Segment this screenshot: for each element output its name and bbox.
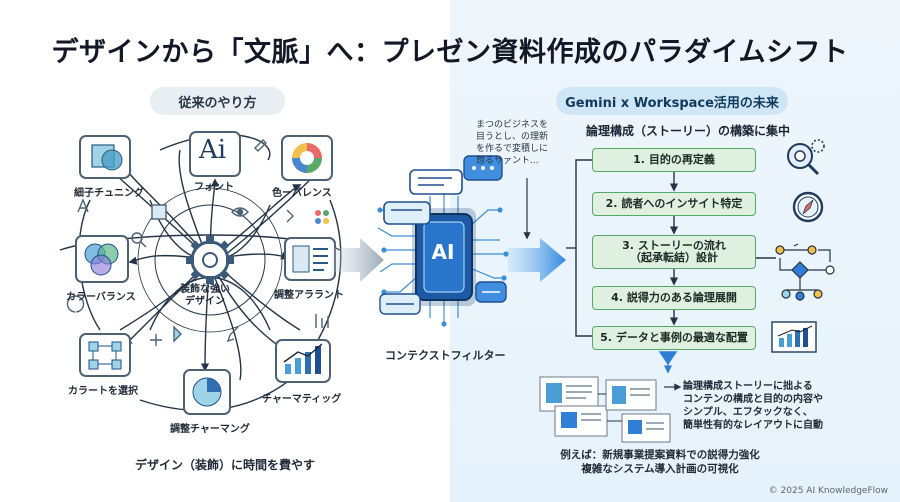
card-ai-font: [189, 131, 241, 177]
label-chart-adjust: 調整チャーマング: [170, 424, 250, 435]
step-1: 1. 目的の再定義: [592, 148, 756, 172]
dots-decor: [315, 210, 329, 224]
step-5: 5. データと事例の最適な配置: [592, 326, 756, 350]
ai-to-steps-arrow: [508, 238, 566, 282]
ai-font-icon: Ai: [199, 135, 227, 165]
compass-icon: [792, 191, 824, 223]
label-color-balance-1: 色ーバレンス: [272, 188, 332, 199]
step-2: 2. 読者へのインサイト特定: [592, 192, 756, 216]
scanned-text: まつのビジネスを 目うとし、の理新 を作るで変積しに 想るサァント...: [476, 120, 549, 166]
steps-down-arrow: [658, 351, 678, 374]
copyright: © 2025 AI KnowledgeFlow: [768, 486, 888, 496]
label-layout-adjust: 調整アララント: [274, 290, 344, 301]
page-title: デザインから「文脈」へ：プレゼン資料作成のパラダイムシフト: [51, 37, 849, 68]
step-4: 4. 説得力のある論理展開: [592, 286, 756, 310]
chart-doc-icon: [771, 321, 817, 353]
automation-description: 論理構成ストーリーに拙よる コンテンの構成と目的の内容や シンプル、エフタックな…: [683, 381, 823, 431]
center-label: 装飾な強い デザイン: [180, 284, 230, 307]
label-color-select: カラートを選択: [68, 386, 138, 397]
card-flow-grid: [79, 333, 131, 377]
card-venn: [75, 235, 129, 283]
label-color-balance-2: カラーバランス: [66, 292, 136, 303]
ai-chip: [412, 208, 476, 306]
step-3: 3. ストーリーの流れ （起承転結）設計: [592, 235, 756, 269]
decision-tree-icon: [775, 243, 835, 301]
card-bar-chart: [275, 339, 331, 383]
card-layout: [284, 237, 336, 281]
card-pie: [183, 369, 231, 415]
context-filter-label: コンテクストフィルター: [385, 349, 506, 362]
label-font: フォント: [194, 182, 234, 193]
left-footer: デザイン（装飾）に時間を費やす: [134, 458, 315, 472]
traditional-header: 従来のやり方: [150, 87, 285, 115]
gear-icon: [186, 236, 234, 284]
card-palette: [281, 135, 333, 181]
slides-mockup: [539, 376, 671, 443]
label-chart-matic: チャーマティッグ: [262, 394, 342, 405]
card-color-wheel: [79, 135, 131, 179]
decor-icons: [66, 139, 329, 346]
steps-title: 論理構成（ストーリー）の構築に集中: [586, 124, 791, 138]
example-text: 例えば：新規事業提案資料での説得力強化 複雑なシステム導入計画の可視化: [560, 449, 760, 475]
step-bracket: [566, 159, 776, 337]
chat-bubbles: [379, 155, 507, 315]
left-to-ai-arrow: [332, 238, 384, 282]
ai-chip-label: AI: [431, 240, 455, 264]
label-fine-tuning: 細子チュニング: [74, 188, 144, 199]
gears-search-icon: [787, 139, 825, 176]
future-header: Gemini x Workspace活用の未来: [556, 87, 788, 115]
